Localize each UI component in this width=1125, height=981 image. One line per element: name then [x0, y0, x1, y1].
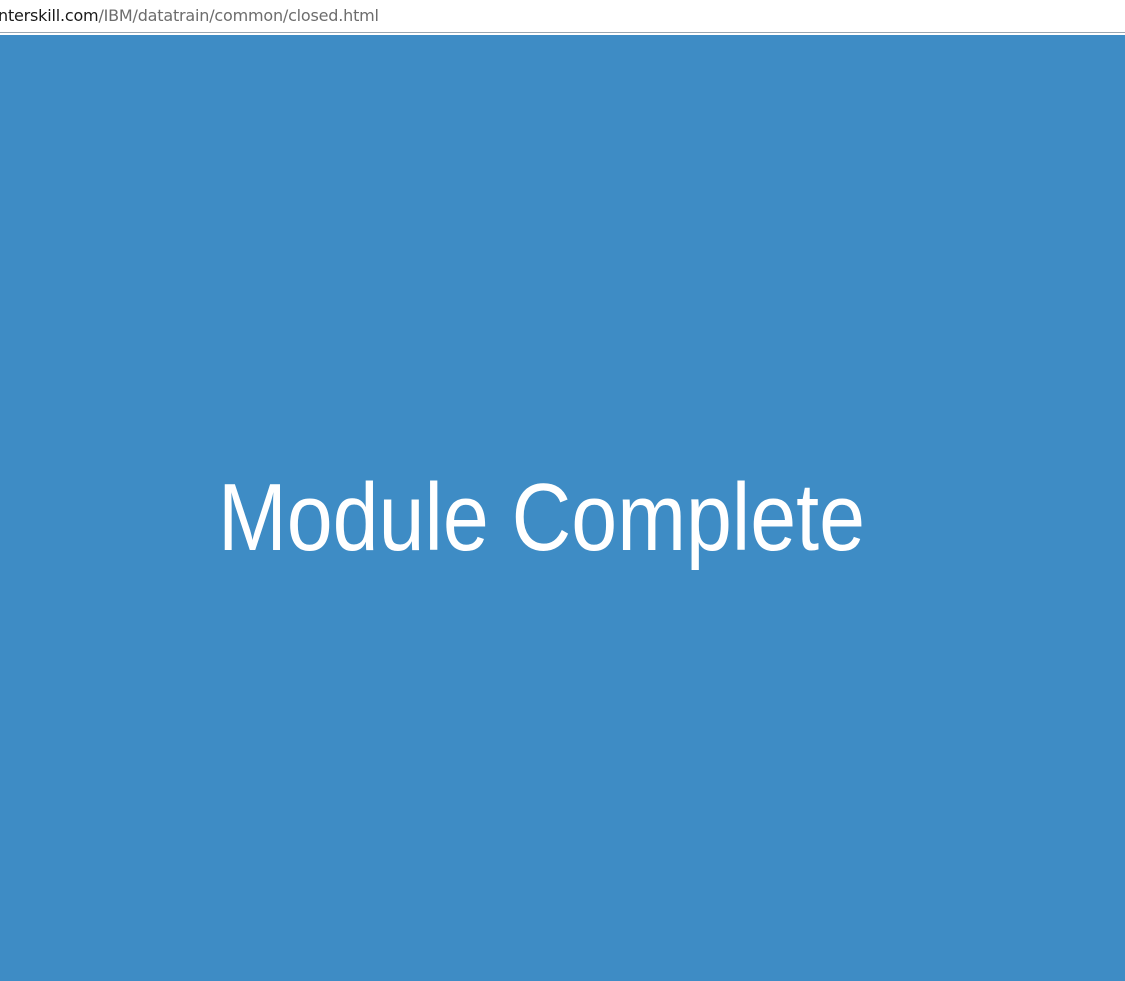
module-complete-page: Module Complete: [0, 35, 1125, 981]
browser-address-bar[interactable]: nterskill.com/IBM/datatrain/common/close…: [0, 0, 1125, 33]
url-path: /IBM/datatrain/common/closed.html: [98, 6, 379, 25]
address-url[interactable]: nterskill.com/IBM/datatrain/common/close…: [0, 6, 379, 26]
url-host: nterskill.com: [0, 6, 99, 25]
completion-message: Module Complete: [217, 464, 866, 571]
